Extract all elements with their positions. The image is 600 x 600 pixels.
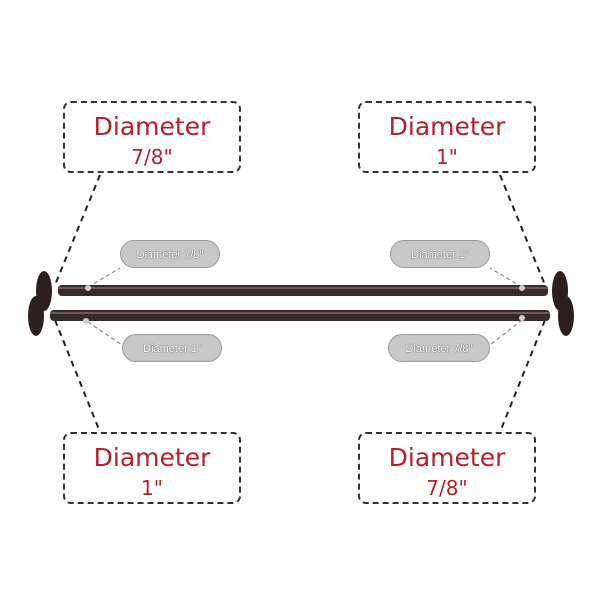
callout-title: Diameter <box>388 112 506 141</box>
callout-value: 7/8" <box>426 476 468 500</box>
label-lower-left: Diameter 1" <box>122 334 222 362</box>
callout-value: 1" <box>436 145 458 169</box>
label-upper-left: Diameter 7/8" <box>120 240 220 268</box>
callout-bottom-right: Diameter 7/8" <box>358 432 536 504</box>
callout-value: 7/8" <box>131 145 173 169</box>
callout-value: 1" <box>141 476 163 500</box>
label-upper-right: Diameter 1" <box>390 240 490 268</box>
callout-bottom-left: Diameter 1" <box>63 432 241 504</box>
callout-title: Diameter <box>93 112 211 141</box>
callout-top-right: Diameter 1" <box>358 101 536 173</box>
callout-top-left: Diameter 7/8" <box>63 101 241 173</box>
label-lower-right: Diameter 7/8" <box>388 334 490 362</box>
callout-title: Diameter <box>93 443 211 472</box>
callout-title: Diameter <box>388 443 506 472</box>
